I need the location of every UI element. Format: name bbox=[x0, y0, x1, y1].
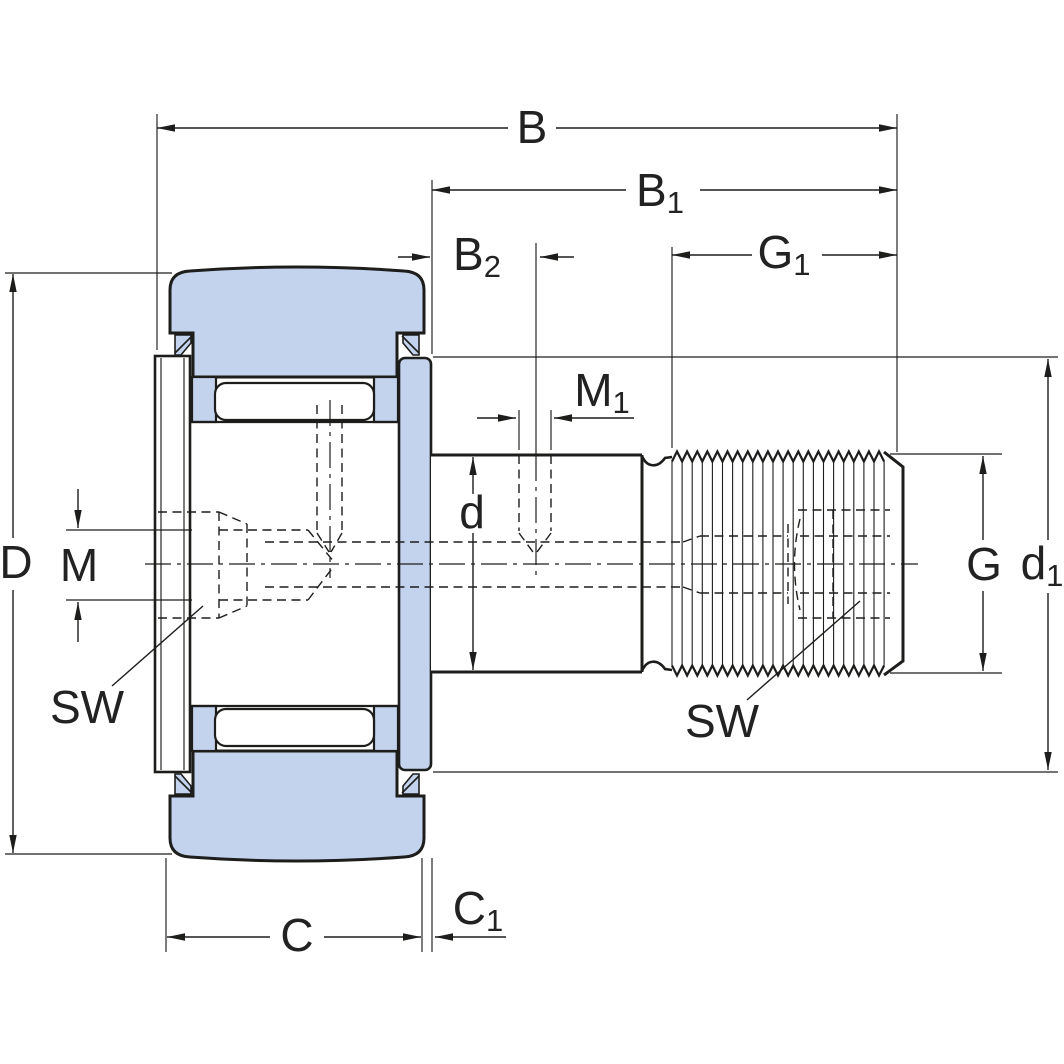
label-D: D bbox=[0, 536, 33, 588]
centerlines bbox=[145, 243, 918, 578]
label-SW-right: SW bbox=[685, 695, 760, 747]
label-d: d bbox=[459, 486, 485, 538]
seal-top-right bbox=[401, 334, 420, 356]
hidden-lines bbox=[158, 405, 890, 619]
label-G1: G1 bbox=[757, 226, 810, 282]
outer-ring-top-section bbox=[168, 265, 426, 379]
seal-bottom-right bbox=[401, 773, 420, 795]
seal-bottom-left bbox=[174, 773, 193, 795]
outer-ring-rib bbox=[190, 375, 218, 424]
sw-right-leader bbox=[746, 600, 861, 701]
outer-ring-rib bbox=[372, 375, 400, 424]
label-B1: B1 bbox=[636, 164, 684, 220]
dimension-lines bbox=[9, 124, 1052, 941]
thread bbox=[671, 449, 886, 678]
relief-groove-top bbox=[640, 455, 673, 467]
outer-ring-rib bbox=[190, 704, 218, 753]
label-M: M bbox=[60, 539, 98, 591]
relief-groove-bottom bbox=[640, 660, 673, 672]
outer-ring-bottom-section bbox=[168, 749, 426, 863]
sw-left-leader bbox=[111, 605, 204, 687]
needle-roller-top bbox=[213, 381, 376, 422]
outer-ring-rib bbox=[372, 704, 400, 753]
label-B2: B2 bbox=[453, 228, 501, 284]
label-SW-left: SW bbox=[50, 681, 125, 733]
label-C: C bbox=[280, 909, 313, 961]
seal-top-left bbox=[174, 334, 193, 356]
extension-lines bbox=[5, 114, 1058, 952]
label-C1: C1 bbox=[453, 882, 503, 938]
label-B: B bbox=[517, 101, 548, 153]
label-d1: d1 bbox=[1021, 537, 1064, 593]
label-G: G bbox=[966, 538, 1002, 590]
needle-roller-bottom bbox=[213, 707, 376, 748]
label-M1: M1 bbox=[574, 364, 630, 420]
dimension-labels: B B1 B2 G1 M1 D M d G d1 C C1 SW SW bbox=[0, 101, 1063, 961]
